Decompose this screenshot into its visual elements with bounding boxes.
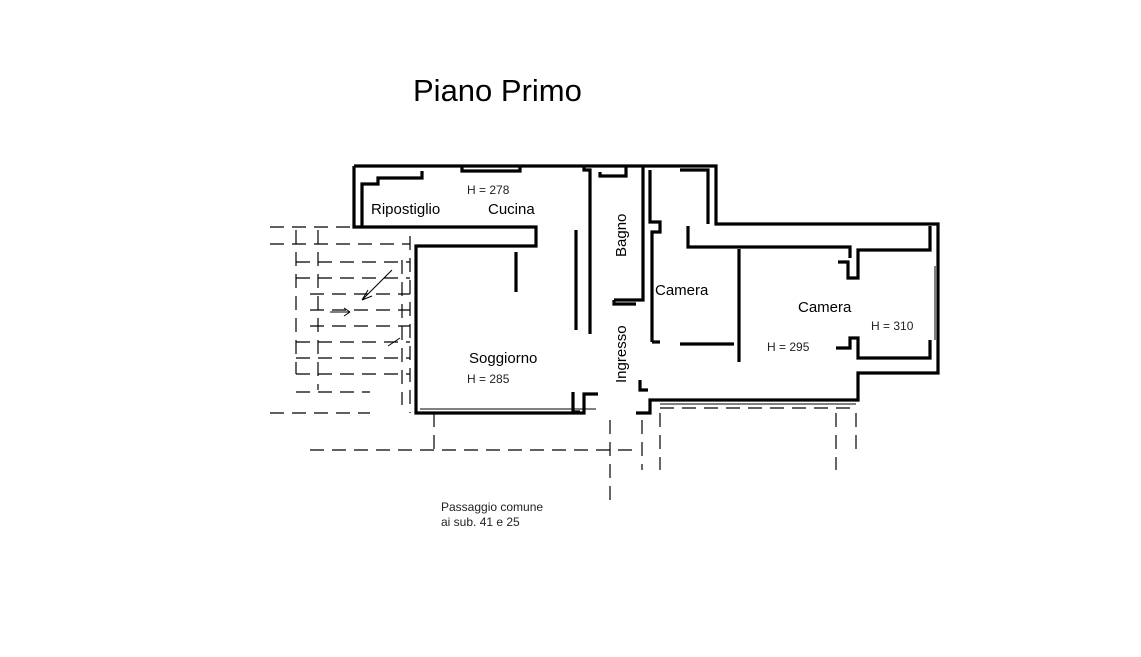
cucina-window-jamb [460,166,522,173]
room-label-cucina: Cucina [488,201,535,218]
height-bay: H = 310 [871,319,914,333]
room-label-ripostiglio: Ripostiglio [371,201,440,218]
passage-note-line-1: Passaggio comune [441,500,543,514]
south-wall-soggiorno [455,392,598,415]
height-camera: H = 295 [767,340,810,354]
stair-arrows [330,269,401,347]
outer-walls [352,164,940,415]
camera2-bay-west [838,226,932,280]
camera1-north [680,168,710,224]
windows [420,266,936,410]
camera1-east-upper [686,226,852,258]
ingresso-door-left [571,392,580,414]
camera2-bay-south [836,336,932,360]
camera1-west [648,170,662,342]
bagno-east-wall [614,166,645,302]
bagno-partition [612,300,636,306]
room-label-ingresso: Ingresso [613,325,630,383]
stair-arrow [330,307,351,317]
room-label-camera-1: Camera [655,282,709,299]
dashed-outlines [270,226,858,508]
stair-arrow [387,337,401,347]
height-cucina: H = 278 [467,183,510,197]
bagno-wall [598,166,628,178]
plan-title: Piano Primo [413,73,582,108]
passage-note-line-2: ai sub. 41 e 25 [441,515,520,529]
ingresso-corridor [582,166,592,334]
room-label-soggiorno: Soggiorno [469,350,537,367]
room-label-camera-2: Camera [798,299,852,316]
north-wall-east [636,164,940,415]
height-soggiorno: H = 285 [467,372,510,386]
north-wall-west [352,166,538,415]
ingresso-door-right [638,380,648,392]
stair-arrow [361,269,393,301]
ripostiglio-inner [360,171,424,227]
room-label-bagno: Bagno [613,214,630,257]
